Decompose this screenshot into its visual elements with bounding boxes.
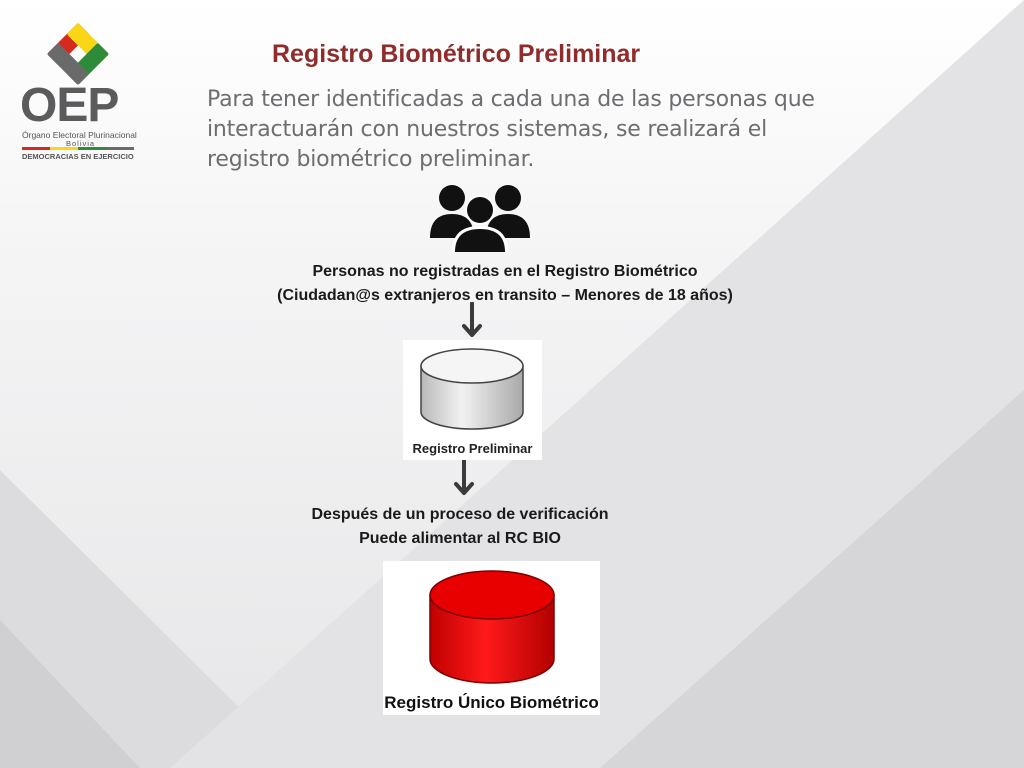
logo-org-name: Órgano Electoral Plurinacional [22, 130, 137, 140]
unregistered-persons-label: Personas no registradas en el Registro B… [230, 260, 780, 308]
verification-process-label: Después de un proceso de verificación Pu… [260, 503, 660, 551]
database-gray-icon [420, 348, 524, 430]
group-of-people-icon [430, 185, 530, 252]
unregistered-persons-line2: (Ciudadan@s extranjeros en transito – Me… [277, 287, 733, 304]
database-red-icon [429, 570, 555, 684]
arrow-down-icon [462, 302, 482, 337]
unregistered-persons-line1: Personas no registradas en el Registro B… [312, 263, 698, 280]
intro-paragraph: Para tener identificadas a cada una de l… [207, 87, 815, 172]
oep-emblem-icon [47, 23, 109, 85]
logo-wordmark: OEP [20, 79, 119, 132]
preliminary-registry-box: Registro Preliminar [403, 340, 542, 460]
unique-biometric-registry-box: Registro Único Biométrico [383, 561, 600, 715]
logo-color-bar [22, 147, 134, 150]
arrow-down-icon [454, 460, 474, 495]
slide-title: Registro Biométrico Preliminar [272, 40, 641, 68]
unique-biometric-registry-label: Registro Único Biométrico [384, 693, 599, 712]
logo-tagline: DEMOCRACIAS EN EJERCICIO [22, 152, 134, 161]
preliminary-registry-label: Registro Preliminar [412, 441, 533, 456]
logo-country: Bolivia [66, 139, 96, 148]
oep-logo: OEP Órgano Electoral Plurinacional Boliv… [20, 18, 140, 168]
verification-line1: Después de un proceso de verificación [311, 506, 609, 523]
verification-line2: Puede alimentar al RC BIO [359, 530, 561, 547]
